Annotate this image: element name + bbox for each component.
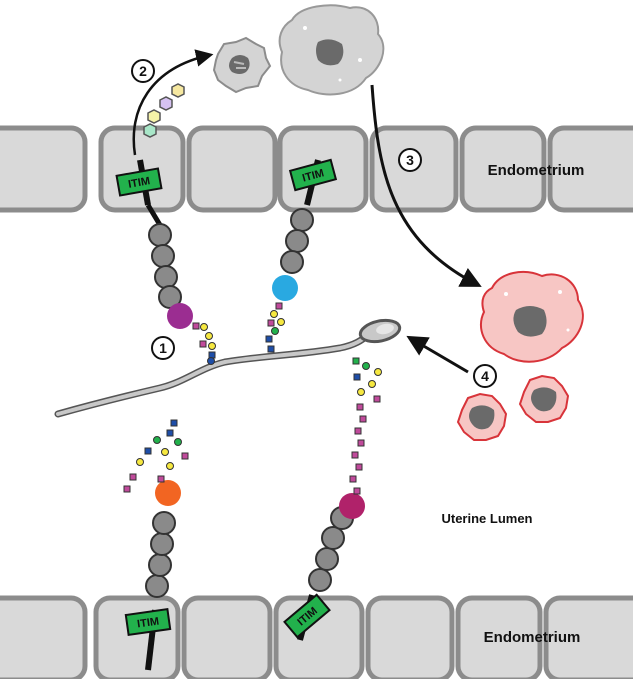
activated-immune-cell-icon xyxy=(456,271,584,441)
step-marker-4: 4 xyxy=(473,364,497,388)
endometrium-bottom-label: Endometrium xyxy=(484,629,581,646)
itim-box-2: ITIM xyxy=(288,158,338,192)
svg-text:ITIM: ITIM xyxy=(127,175,151,191)
glycan-chain-icon xyxy=(123,302,382,495)
itim-box-3: ITIM xyxy=(124,608,172,636)
itim-box-1: ITIM xyxy=(115,167,163,197)
siglec-receptor-2: ITIM xyxy=(272,158,338,301)
arrow-step-3 xyxy=(370,84,482,287)
siglec-receptor-3: ITIM xyxy=(124,480,181,671)
svg-text:1: 1 xyxy=(159,340,167,356)
svg-text:2: 2 xyxy=(139,63,147,79)
siglec-receptor-1: ITIM xyxy=(115,159,193,329)
endometrium-top-label: Endometrium xyxy=(488,162,585,179)
endometrium-top-layer: Endometrium xyxy=(0,125,633,213)
step-marker-1: 1 xyxy=(151,336,175,360)
resting-immune-cell-icon xyxy=(212,4,385,96)
svg-text:4: 4 xyxy=(481,368,489,384)
siglec-receptor-4: ITIM xyxy=(283,493,365,641)
uterine-lumen-label: Uterine Lumen xyxy=(441,511,532,526)
arrow-step-2 xyxy=(132,49,214,156)
step-marker-2: 2 xyxy=(131,59,155,83)
svg-text:ITIM: ITIM xyxy=(136,616,159,631)
released-glycans xyxy=(143,83,185,138)
sperm-icon xyxy=(54,318,402,418)
arrow-step-4 xyxy=(406,335,469,374)
step-marker-3: 3 xyxy=(398,148,422,172)
itim-box-4: ITIM xyxy=(283,593,331,639)
svg-text:ITIM: ITIM xyxy=(301,167,325,184)
svg-text:3: 3 xyxy=(406,152,414,168)
